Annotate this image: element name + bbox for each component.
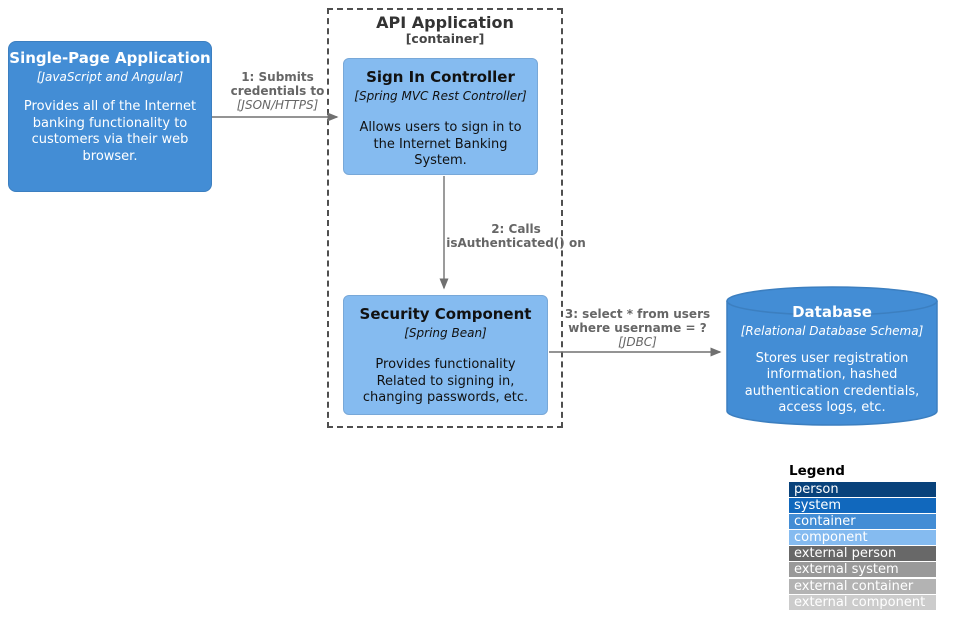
- node-title: Database: [792, 303, 872, 321]
- relationship-technology: [JSON/HTTPS]: [236, 98, 319, 112]
- node-subtitle: [JavaScript and Angular]: [36, 70, 184, 84]
- node-title: Sign In Controller: [366, 68, 515, 86]
- node-title: Security Component: [359, 305, 532, 323]
- legend-item-component: component: [789, 530, 936, 546]
- node-subtitle: [Spring MVC Rest Controller]: [354, 89, 527, 103]
- relationship-label-1: 1: Submits credentials to [JSON/HTTPS]: [221, 70, 334, 112]
- relationship-text: 2: Calls isAuthenticated() on: [446, 222, 586, 250]
- relationship-label-3: 3: select * from users where username = …: [556, 307, 719, 349]
- legend-item-system: system: [789, 498, 936, 514]
- node-description: Provides functionality Related to signin…: [362, 357, 529, 405]
- relationship-text: 3: select * from users where username = …: [564, 307, 711, 335]
- node-single-page-application: Single-Page Application [JavaScript and …: [8, 41, 212, 192]
- node-security-component: Security Component [Spring Bean] Provide…: [343, 295, 548, 415]
- legend-title: Legend: [789, 463, 845, 479]
- api-application-type-label: [container]: [405, 31, 485, 46]
- legend-item-container: container: [789, 514, 936, 530]
- database-cylinder-shape: [726, 286, 938, 426]
- node-description: Allows users to sign in to the Internet …: [359, 120, 522, 168]
- relationship-label-2: 2: Calls isAuthenticated() on: [440, 222, 592, 250]
- node-subtitle: [Spring Bean]: [404, 326, 487, 340]
- legend-item-external-component: external component: [789, 594, 936, 610]
- node-description: Stores user registration information, ha…: [744, 351, 920, 415]
- node-database: Database [Relational Database Schema] St…: [727, 303, 937, 416]
- node-subtitle: [Relational Database Schema]: [740, 324, 924, 338]
- node-sign-in-controller: Sign In Controller [Spring MVC Rest Cont…: [343, 58, 538, 175]
- relationship-technology: [JDBC]: [618, 335, 657, 349]
- relationship-text: 1: Submits credentials to: [230, 70, 325, 98]
- api-application-title: API Application: [376, 13, 514, 32]
- legend-item-external-system: external system: [789, 562, 936, 578]
- node-title: Single-Page Application: [9, 49, 211, 67]
- legend-item-external-person: external person: [789, 546, 936, 562]
- legend-item-external-container: external container: [789, 578, 936, 594]
- api-application-boundary: API Application [container]: [327, 8, 563, 428]
- legend-item-person: person: [789, 482, 936, 497]
- node-description: Provides all of the Internet banking fun…: [23, 99, 197, 164]
